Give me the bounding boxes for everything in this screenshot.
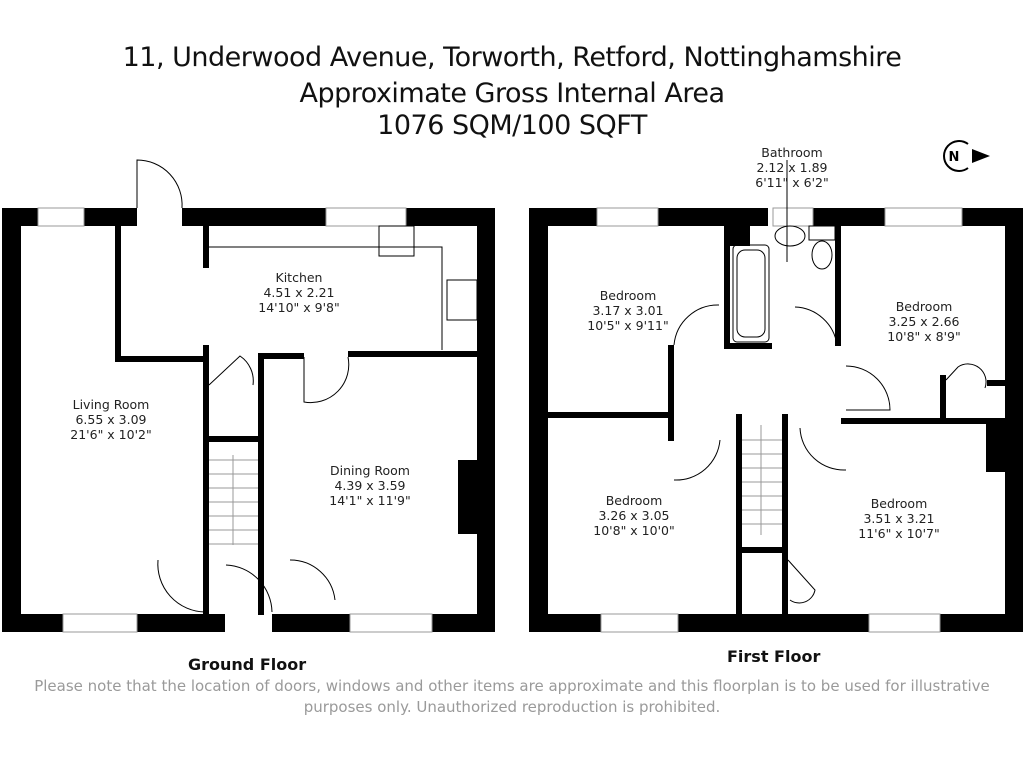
room-kitchen: Kitchen 4.51 x 2.21 14'10" x 9'8" [258,270,340,315]
first-floor-label: First Floor [727,647,821,666]
area-subtitle: Approximate Gross Internal Area [299,78,726,109]
first-floor-stairs [742,425,782,535]
first-floor-fixtures [673,160,987,604]
ground-floor-stairs [209,455,258,545]
north-arrow-icon: N [943,140,990,172]
room-dining-room: Dining Room 4.39 x 3.59 14'1" x 11'9" [329,463,411,508]
gross-area: 1076 SQM/100 SQFT [377,110,647,141]
room-living-room: Living Room 6.55 x 3.09 21'6" x 10'2" [70,397,152,442]
first-floor-walls [529,208,1023,632]
room-bedroom-2: Bedroom 3.25 x 2.66 10'8" x 8'9" [887,299,961,344]
svg-text:N: N [949,150,960,165]
ground-floor-fixtures [136,159,478,613]
ground-floor-windows [37,207,433,633]
disclaimer: Please note that the location of doors, … [34,677,990,716]
property-address: 11, Underwood Avenue, Torworth, Retford,… [122,42,902,73]
room-bathroom: Bathroom 2.12 x 1.89 6'11" x 6'2" [755,145,829,190]
room-bedroom-4: Bedroom 3.51 x 3.21 11'6" x 10'7" [858,496,940,541]
room-bedroom-1: Bedroom 3.17 x 3.01 10'5" x 9'11" [587,288,669,333]
first-floor-windows [596,207,963,633]
ground-floor-label: Ground Floor [188,655,307,674]
room-bedroom-3: Bedroom 3.26 x 3.05 10'8" x 10'0" [593,493,675,538]
